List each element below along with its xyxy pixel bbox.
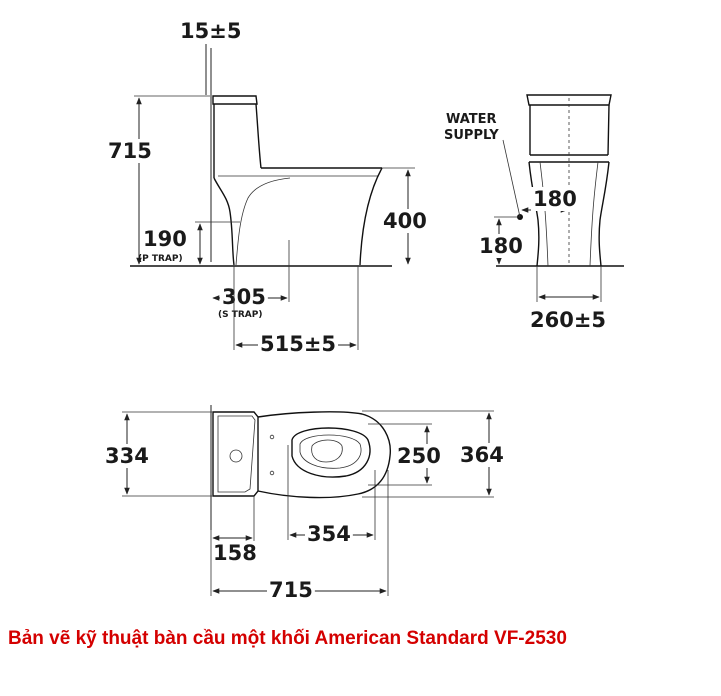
label-backing: [381, 209, 429, 233]
toilet-top-outline: [212, 411, 391, 499]
s-trap-note: (S TRAP): [218, 310, 262, 320]
front-view: WATER SUPPLY 180 180 260±5: [444, 94, 624, 332]
label-backing: [458, 443, 506, 467]
label-backing: [531, 187, 579, 211]
water-supply-label-1: WATER: [446, 112, 497, 127]
dim-base-width-label: 260±5: [530, 308, 606, 332]
dim-bowl-width-label: 250: [397, 444, 441, 468]
label-backing: [103, 444, 151, 468]
dim-p-trap-label: 190: [143, 227, 187, 251]
dim-supply-offset-label: 180: [533, 187, 577, 211]
label-backing: [267, 578, 315, 602]
dim-s-trap-label: 305: [222, 285, 266, 309]
label-backing: [528, 308, 609, 332]
toilet-front-outline: [526, 94, 612, 267]
label-backing: [211, 541, 259, 565]
water-supply-label-2: SUPPLY: [444, 128, 499, 143]
label-backing: [395, 444, 443, 468]
dim-tank-length-label: 158: [213, 541, 257, 565]
dim-base-length-label: 515±5: [260, 332, 336, 356]
dim-height-label: 715: [108, 139, 152, 163]
p-trap-note: (P TRAP): [138, 254, 183, 264]
label-backing: [258, 332, 339, 356]
side-view: 715 15±5 190 (P TRAP) 305 (S TRAP) 400 5…: [106, 19, 429, 356]
toilet-side-outline: [212, 95, 383, 266]
label-backing: [178, 19, 244, 43]
label-backing: [106, 139, 154, 163]
dim-total-length-label: 715: [269, 578, 313, 602]
dim-tank-depth-label: 334: [105, 444, 149, 468]
label-backing: [141, 227, 189, 251]
drawing-caption: Bản vẽ kỹ thuật bàn cầu một khối America…: [8, 628, 567, 649]
label-backing: [220, 285, 268, 309]
label-backing: [305, 522, 353, 546]
top-view: 334 250 364 354 158 715: [103, 405, 506, 602]
label-backing: [477, 234, 525, 258]
dim-supply-height-label: 180: [479, 234, 523, 258]
dim-seat-height-label: 400: [383, 209, 427, 233]
dim-total-width-label: 364: [460, 443, 504, 467]
dim-top-offset-label: 15±5: [180, 19, 241, 43]
dim-bowl-length-label: 354: [307, 522, 351, 546]
